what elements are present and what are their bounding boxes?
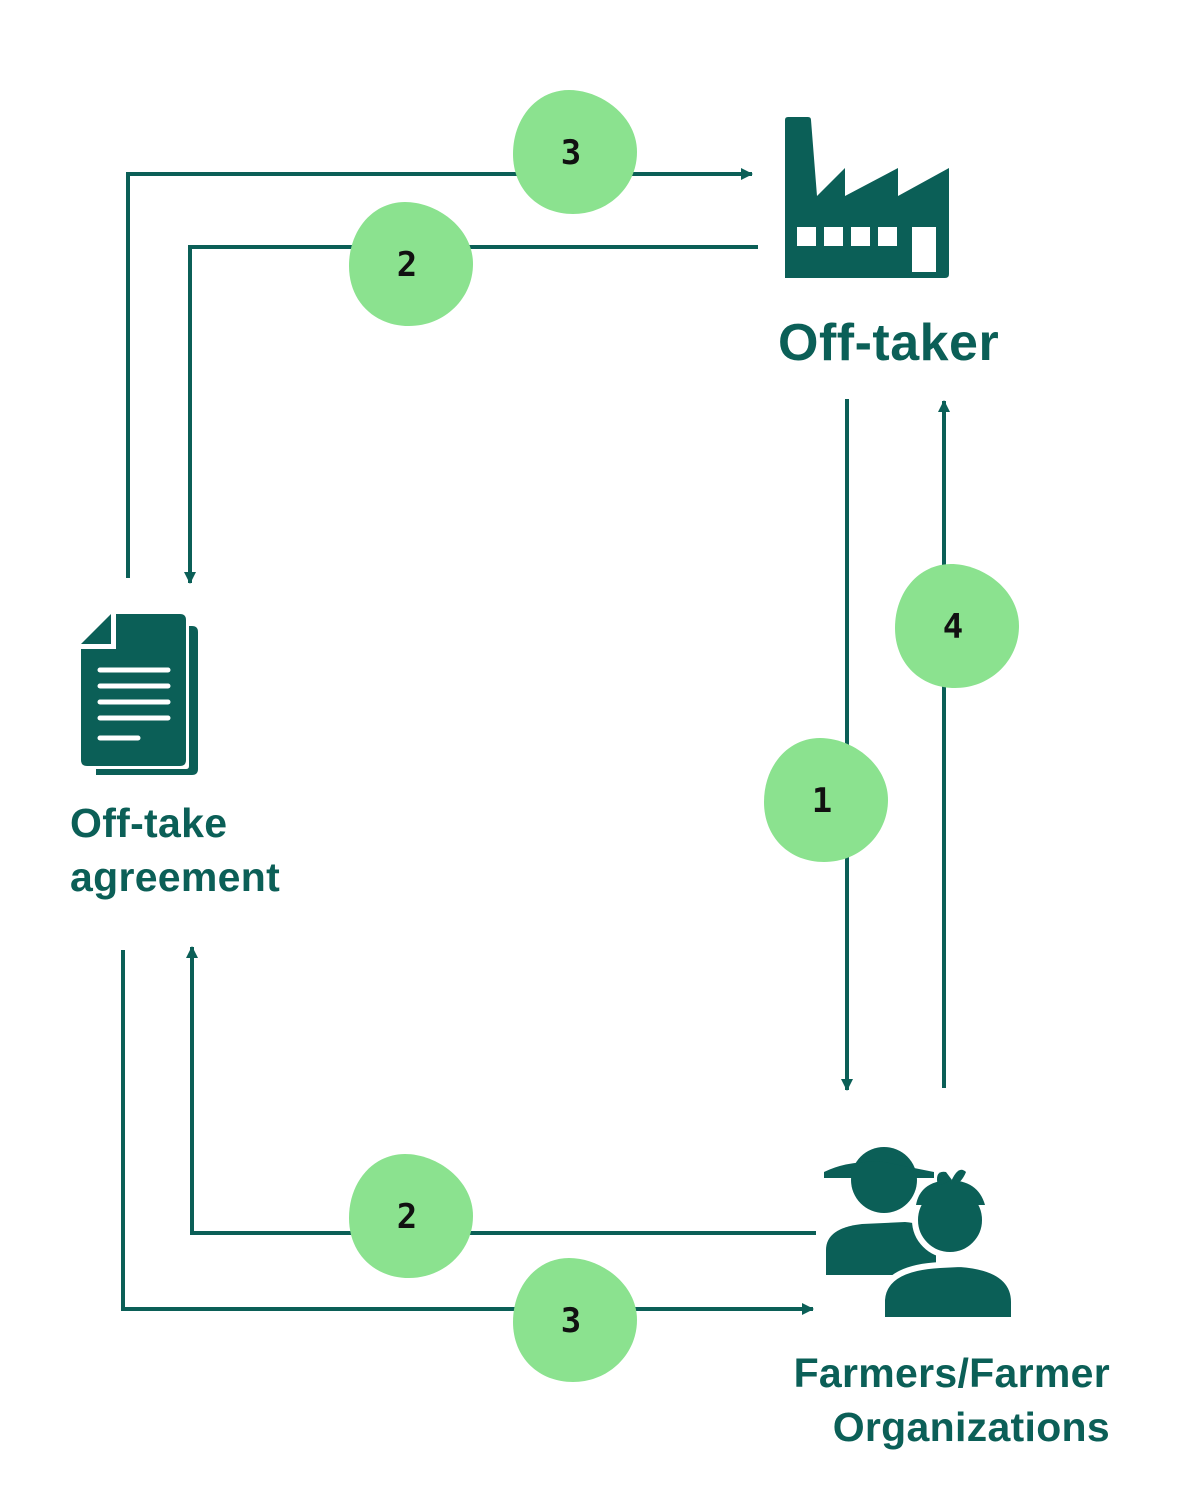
step-number: 1: [812, 781, 832, 821]
step-bubble-right-up: 4: [895, 564, 1019, 688]
farmers-group-icon: [824, 1147, 1017, 1323]
step-number: 3: [561, 1301, 581, 1341]
step-number: 2: [397, 1197, 417, 1237]
connector-agreement-to-farmers: [121, 950, 814, 1315]
document-icon: [81, 614, 198, 775]
connector-farmers-to-agreement: [186, 946, 816, 1235]
step-bubble-top-outer: 3: [513, 90, 637, 214]
step-number: 3: [561, 133, 581, 173]
agreement-label-line-1: Off-take: [70, 800, 228, 846]
offtaker-label: Off-taker: [778, 316, 999, 371]
connector-offtaker-to-agreement: [184, 245, 758, 584]
factory-icon: [785, 117, 949, 278]
step-number: 4: [943, 607, 963, 647]
agreement-label-line-2: agreement: [70, 854, 281, 900]
step-bubble-top-inner: 2: [349, 202, 473, 326]
step-number: 2: [397, 245, 417, 285]
step-bubble-bottom-inner: 2: [349, 1154, 473, 1278]
farmers-label: Farmers/Farmer Organizations: [794, 1346, 1110, 1454]
farmers-label-line-2: Organizations: [832, 1404, 1110, 1450]
step-bubble-right-down: 1: [764, 738, 888, 862]
step-bubble-bottom-outer: 3: [513, 1258, 637, 1382]
farmers-label-line-1: Farmers/Farmer: [793, 1350, 1110, 1396]
agreement-label: Off-take agreement: [70, 796, 280, 904]
offtaker-label-text: Off-taker: [778, 314, 1000, 372]
